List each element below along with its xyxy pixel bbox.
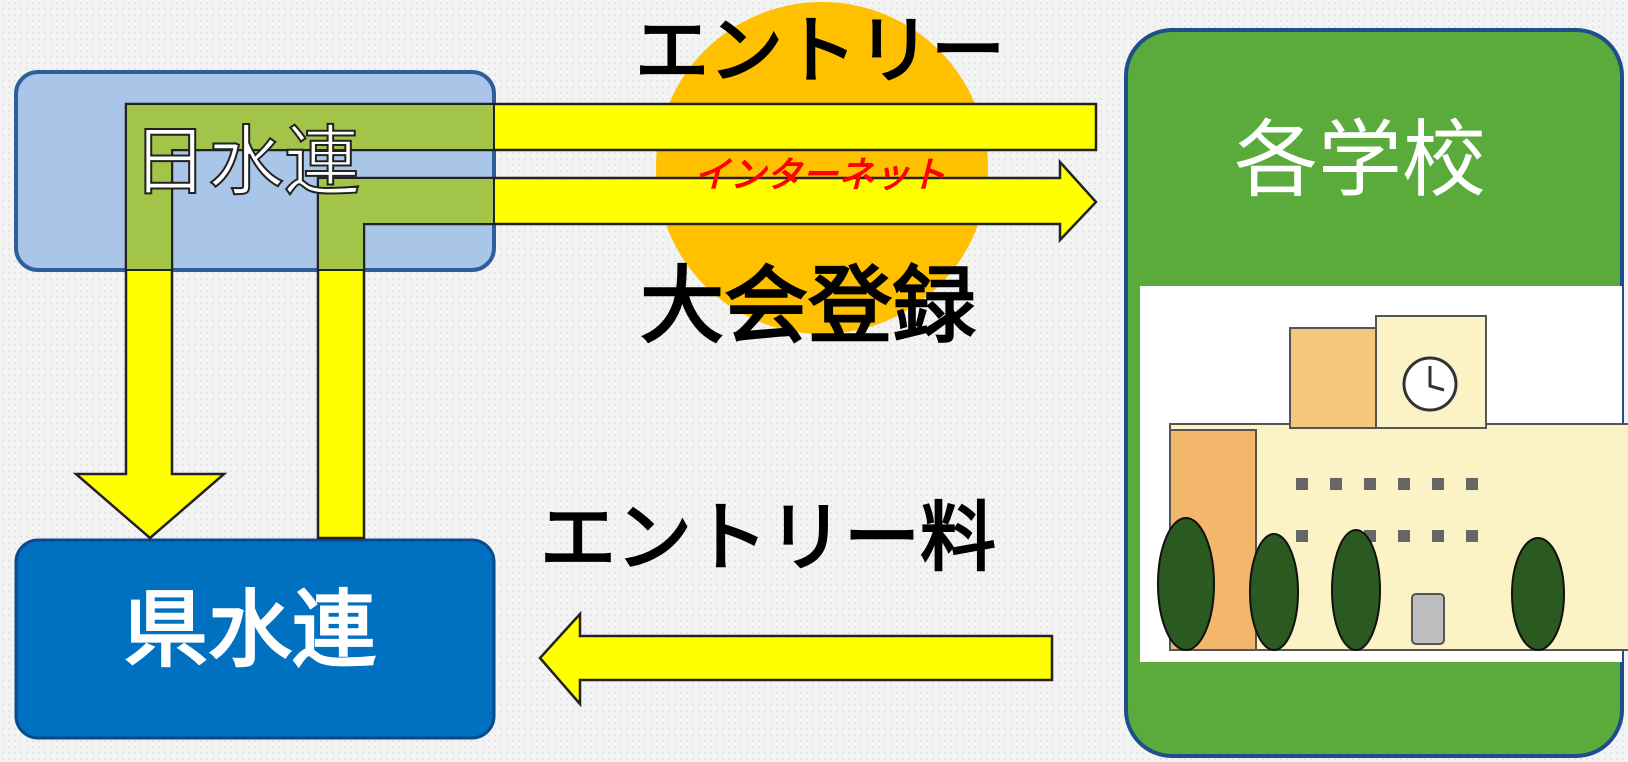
tree-icons: [1157, 517, 1565, 651]
entry-label: エントリー: [635, 8, 1005, 94]
entry-fee-label: エントリー料: [540, 493, 996, 582]
internet-label: インターネット: [693, 155, 946, 196]
school-door: [1411, 593, 1445, 645]
kensuiren-box: [14, 538, 496, 740]
entry-fee-flow-arrow: [538, 610, 1054, 708]
internet-circle: [656, 2, 988, 334]
nissuiren-label: 日水連: [131, 116, 361, 207]
overlap-tint: [125, 103, 495, 271]
kensuiren-label: 県水連: [123, 581, 376, 679]
schools-label: 各学校: [1233, 111, 1486, 209]
school-building-illustration: [1140, 286, 1628, 662]
registration-label: 大会登録: [639, 257, 976, 355]
